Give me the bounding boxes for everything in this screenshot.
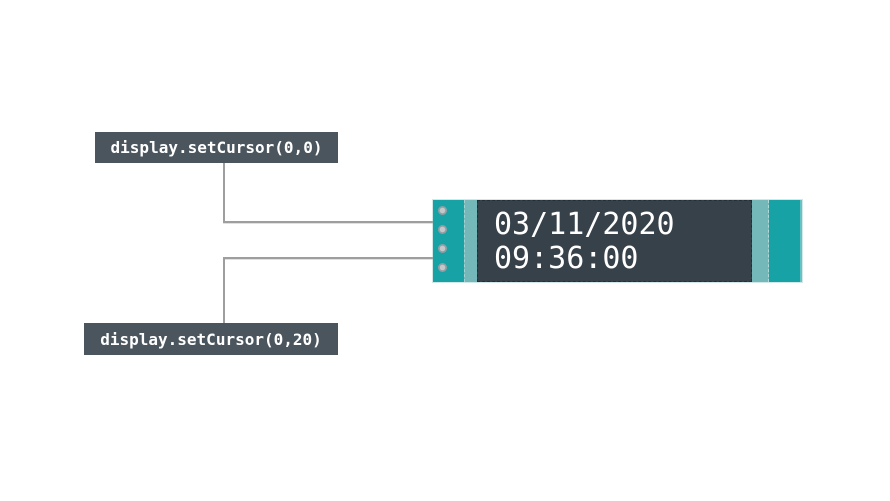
module-edge-right: [752, 200, 769, 282]
code-label-setcursor-0-20: display.setCursor(0,20): [84, 323, 338, 355]
connector-row2-vertical: [223, 257, 225, 323]
oled-module: 03/11/2020 09:36:00: [432, 199, 803, 283]
pin-hole-icon: [438, 225, 447, 234]
connector-row1-horizontal: [223, 221, 434, 223]
oled-screen-time-text: 09:36:00: [494, 241, 639, 276]
pin-hole-icon: [438, 206, 447, 215]
oled-screen: 03/11/2020 09:36:00: [477, 200, 752, 282]
connector-row1-vertical: [223, 163, 225, 223]
pin-hole-icon: [438, 263, 447, 272]
connector-row2-horizontal: [223, 257, 434, 259]
pin-header-strip: [433, 200, 464, 282]
pin-hole-icon: [438, 244, 447, 253]
oled-screen-date-text: 03/11/2020: [494, 207, 675, 242]
module-edge-left: [464, 200, 477, 282]
code-label-setcursor-0-0: display.setCursor(0,0): [95, 132, 338, 163]
module-end-strip: [769, 200, 802, 282]
